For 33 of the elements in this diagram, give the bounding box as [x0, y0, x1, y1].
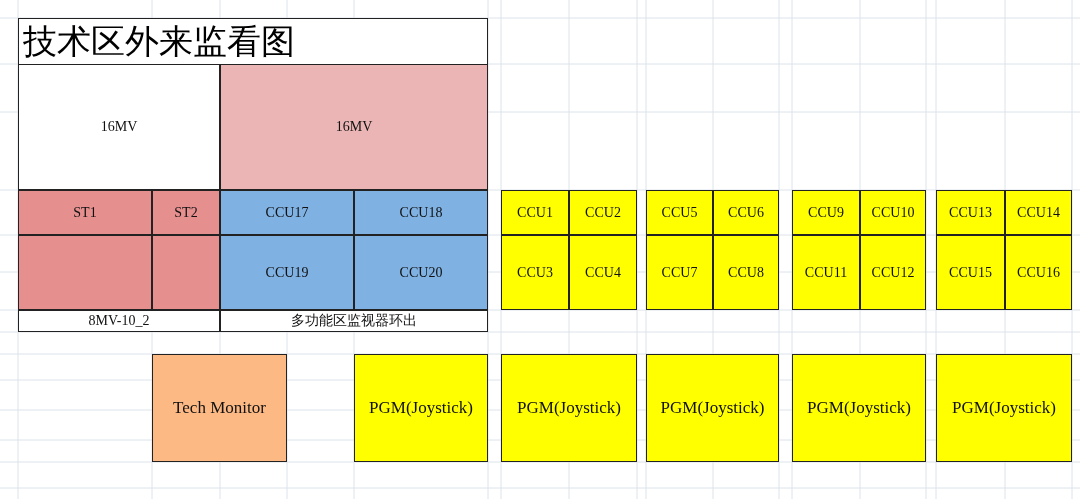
monitor-cell: PGM(Joystick)	[936, 354, 1072, 462]
monitor-cell: PGM(Joystick)	[501, 354, 637, 462]
monitor-cell: CCU13	[936, 190, 1005, 235]
monitor-cell: CCU17	[220, 190, 354, 235]
monitor-cell: CCU1	[501, 190, 569, 235]
monitor-cell: CCU19	[220, 235, 354, 310]
monitor-cell: 16MV	[18, 64, 220, 190]
monitor-cell: CCU4	[569, 235, 637, 310]
monitor-cell: CCU16	[1005, 235, 1072, 310]
title-heading: 技术区外来监看图	[18, 18, 488, 65]
monitor-cell: CCU6	[713, 190, 779, 235]
monitor-cell: CCU11	[792, 235, 860, 310]
monitor-cell: PGM(Joystick)	[646, 354, 779, 462]
monitor-cell: CCU20	[354, 235, 488, 310]
monitor-cell: CCU3	[501, 235, 569, 310]
monitor-cell: CCU5	[646, 190, 713, 235]
monitor-cell: 8MV-10_2	[18, 310, 220, 332]
monitor-cell: CCU10	[860, 190, 926, 235]
monitor-cell: PGM(Joystick)	[792, 354, 926, 462]
monitor-cell: CCU18	[354, 190, 488, 235]
monitor-cell: 16MV	[220, 64, 488, 190]
monitor-cell: CCU15	[936, 235, 1005, 310]
monitor-cell: Tech Monitor	[152, 354, 287, 462]
monitor-cell: CCU2	[569, 190, 637, 235]
monitor-cell: PGM(Joystick)	[354, 354, 488, 462]
monitor-cell: CCU8	[713, 235, 779, 310]
monitor-cell: CCU14	[1005, 190, 1072, 235]
monitor-cell: 多功能区监视器环出	[220, 310, 488, 332]
monitor-cell: CCU7	[646, 235, 713, 310]
monitor-cell: CCU12	[860, 235, 926, 310]
monitor-cell: ST1	[18, 190, 152, 235]
monitor-cell: CCU9	[792, 190, 860, 235]
monitor-cell: ST2	[152, 190, 220, 235]
